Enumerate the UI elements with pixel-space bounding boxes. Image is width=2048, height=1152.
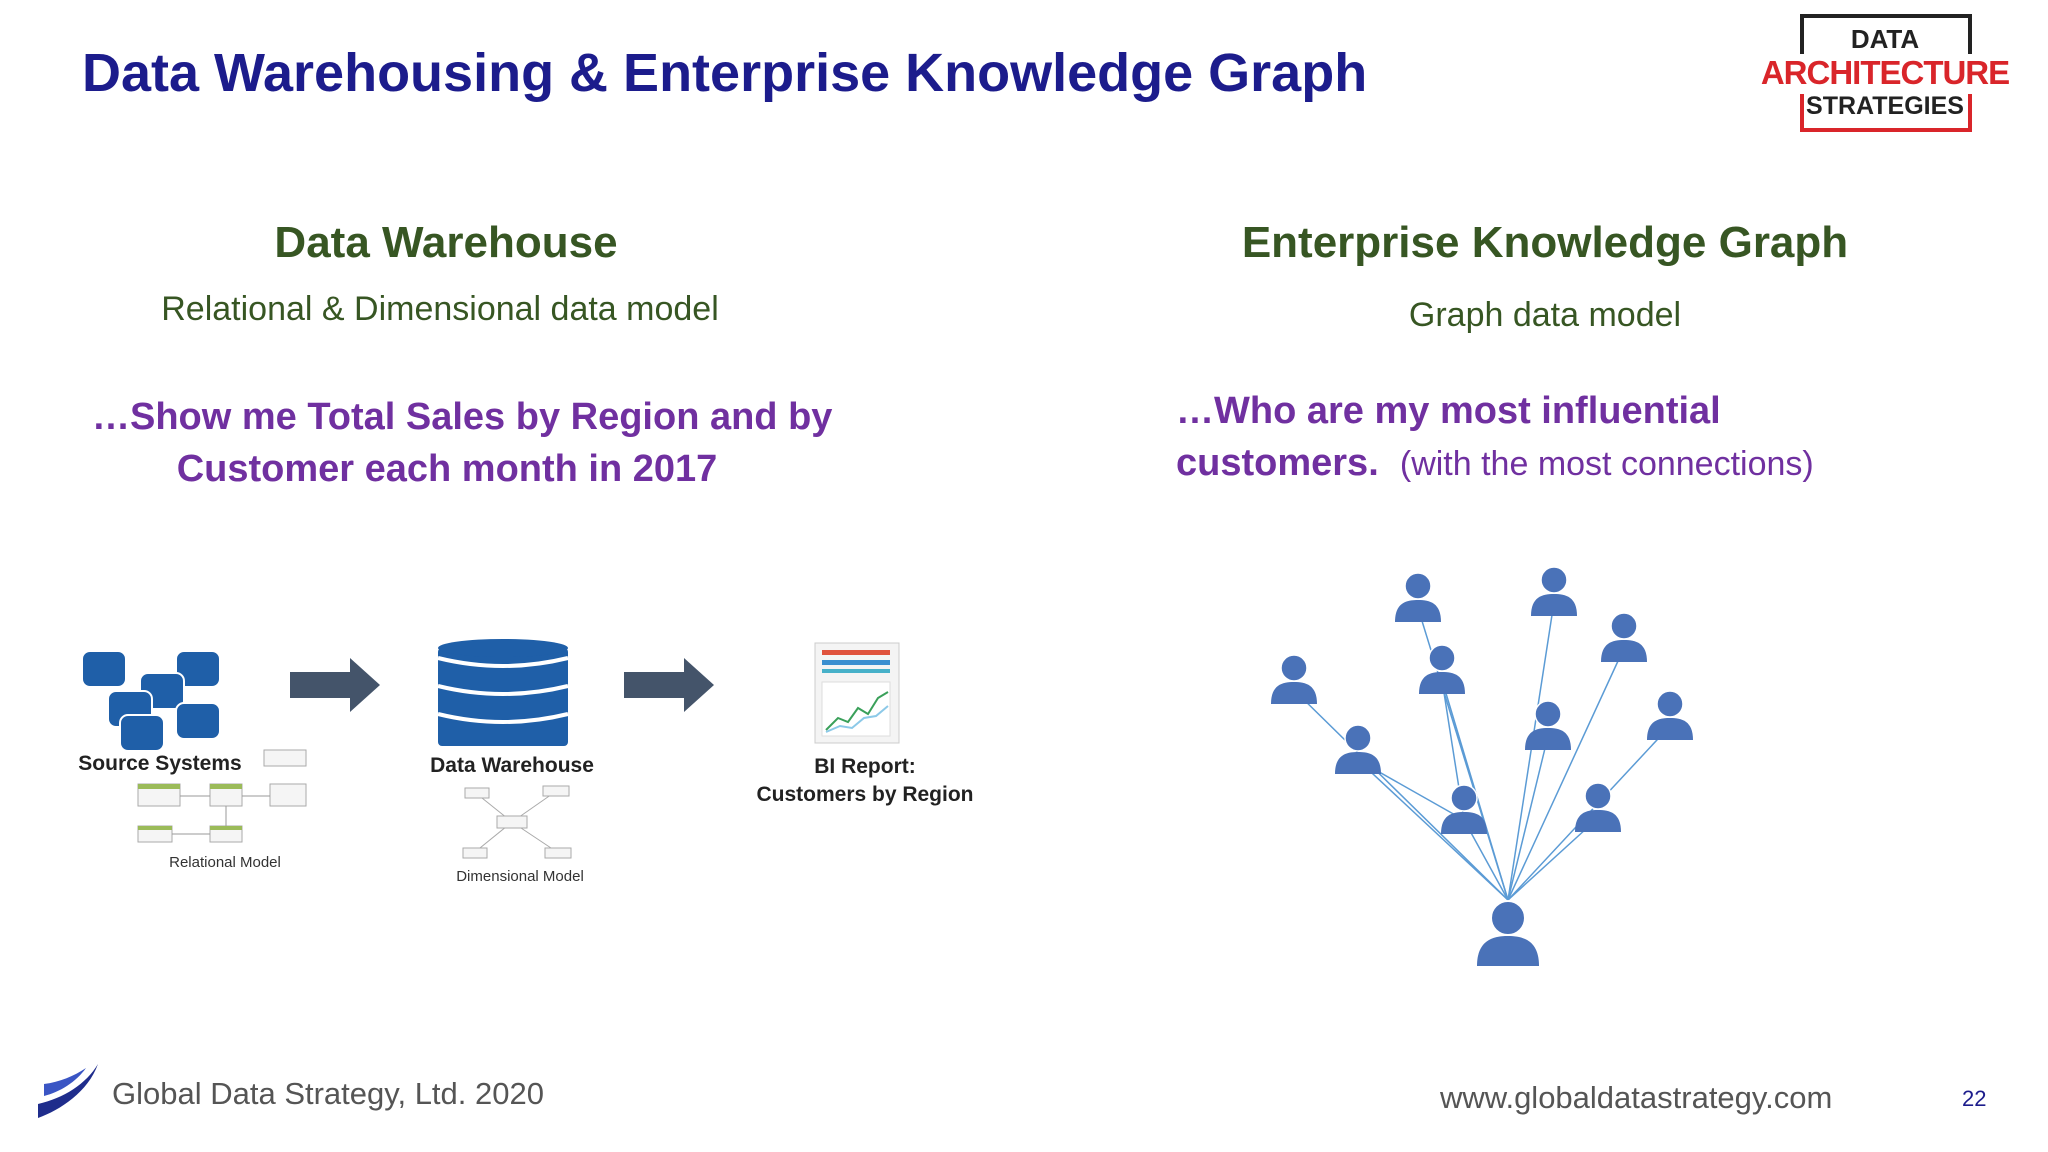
relational-model-label: Relational Model — [169, 854, 281, 871]
arrow-right-icon — [290, 658, 380, 712]
dimensional-model-diagram — [462, 785, 572, 859]
knowledge-graph-heading: Enterprise Knowledge Graph — [1241, 218, 1849, 267]
footer-website-link[interactable]: www.globaldatastrategy.com — [1440, 1080, 1833, 1115]
logo-line-data: DATA — [1850, 24, 1920, 54]
data-warehouse-subtitle: Relational & Dimensional data model — [161, 290, 719, 328]
data-warehouse-label: Data Warehouse — [430, 754, 594, 777]
person-icon — [1334, 724, 1382, 775]
gds-swoosh-icon — [38, 1064, 98, 1118]
person-icon — [1394, 572, 1442, 623]
person-icon — [1600, 612, 1648, 663]
data-architecture-strategies-logo: DATA ARCHITECTURE STRATEGIES — [1761, 14, 2010, 132]
logo-line-strategies: STRATEGIES — [1806, 92, 1964, 120]
footer-company: Global Data Strategy, Ltd. 2020 — [112, 1076, 544, 1111]
kg-question-line-2: customers. (with the most connections) — [1176, 442, 1814, 485]
person-icon — [1530, 566, 1578, 617]
kg-question-plain: (with the most connections) — [1399, 445, 1814, 483]
person-icon — [1270, 654, 1318, 705]
data-warehouse-database-icon — [437, 639, 569, 746]
slide-title: Data Warehousing & Enterprise Knowledge … — [82, 43, 1368, 103]
bi-report-label-line-1: BI Report: — [814, 755, 916, 778]
bi-report-chart-icon — [814, 642, 900, 744]
source-systems-label: Source Systems — [78, 752, 242, 775]
logo-line-architecture: ARCHITECTURE — [1760, 54, 2010, 91]
knowledge-graph-diagram — [1270, 566, 1694, 967]
person-icon — [1574, 782, 1622, 833]
kg-question-bold: customers. — [1176, 442, 1379, 484]
relational-model-diagram — [137, 749, 307, 843]
dw-question-line-2: Customer each month in 2017 — [176, 448, 718, 490]
person-icon — [1646, 690, 1694, 741]
arrow-right-icon — [624, 658, 714, 712]
source-systems-database-icon — [81, 650, 221, 752]
dimensional-model-label: Dimensional Model — [456, 868, 584, 885]
central-person-icon — [1476, 900, 1540, 967]
page-number: 22 — [1962, 1086, 1987, 1111]
kg-question-line-1: …Who are my most influential — [1176, 390, 1721, 432]
logo-frame-icon — [1800, 14, 1972, 132]
person-icon — [1418, 644, 1466, 695]
dw-question-line-1: …Show me Total Sales by Region and by — [92, 396, 833, 438]
person-icon — [1524, 700, 1572, 751]
bi-report-label-line-2: Customers by Region — [756, 783, 974, 806]
knowledge-graph-subtitle: Graph data model — [1408, 296, 1682, 334]
data-warehouse-heading: Data Warehouse — [274, 218, 618, 267]
